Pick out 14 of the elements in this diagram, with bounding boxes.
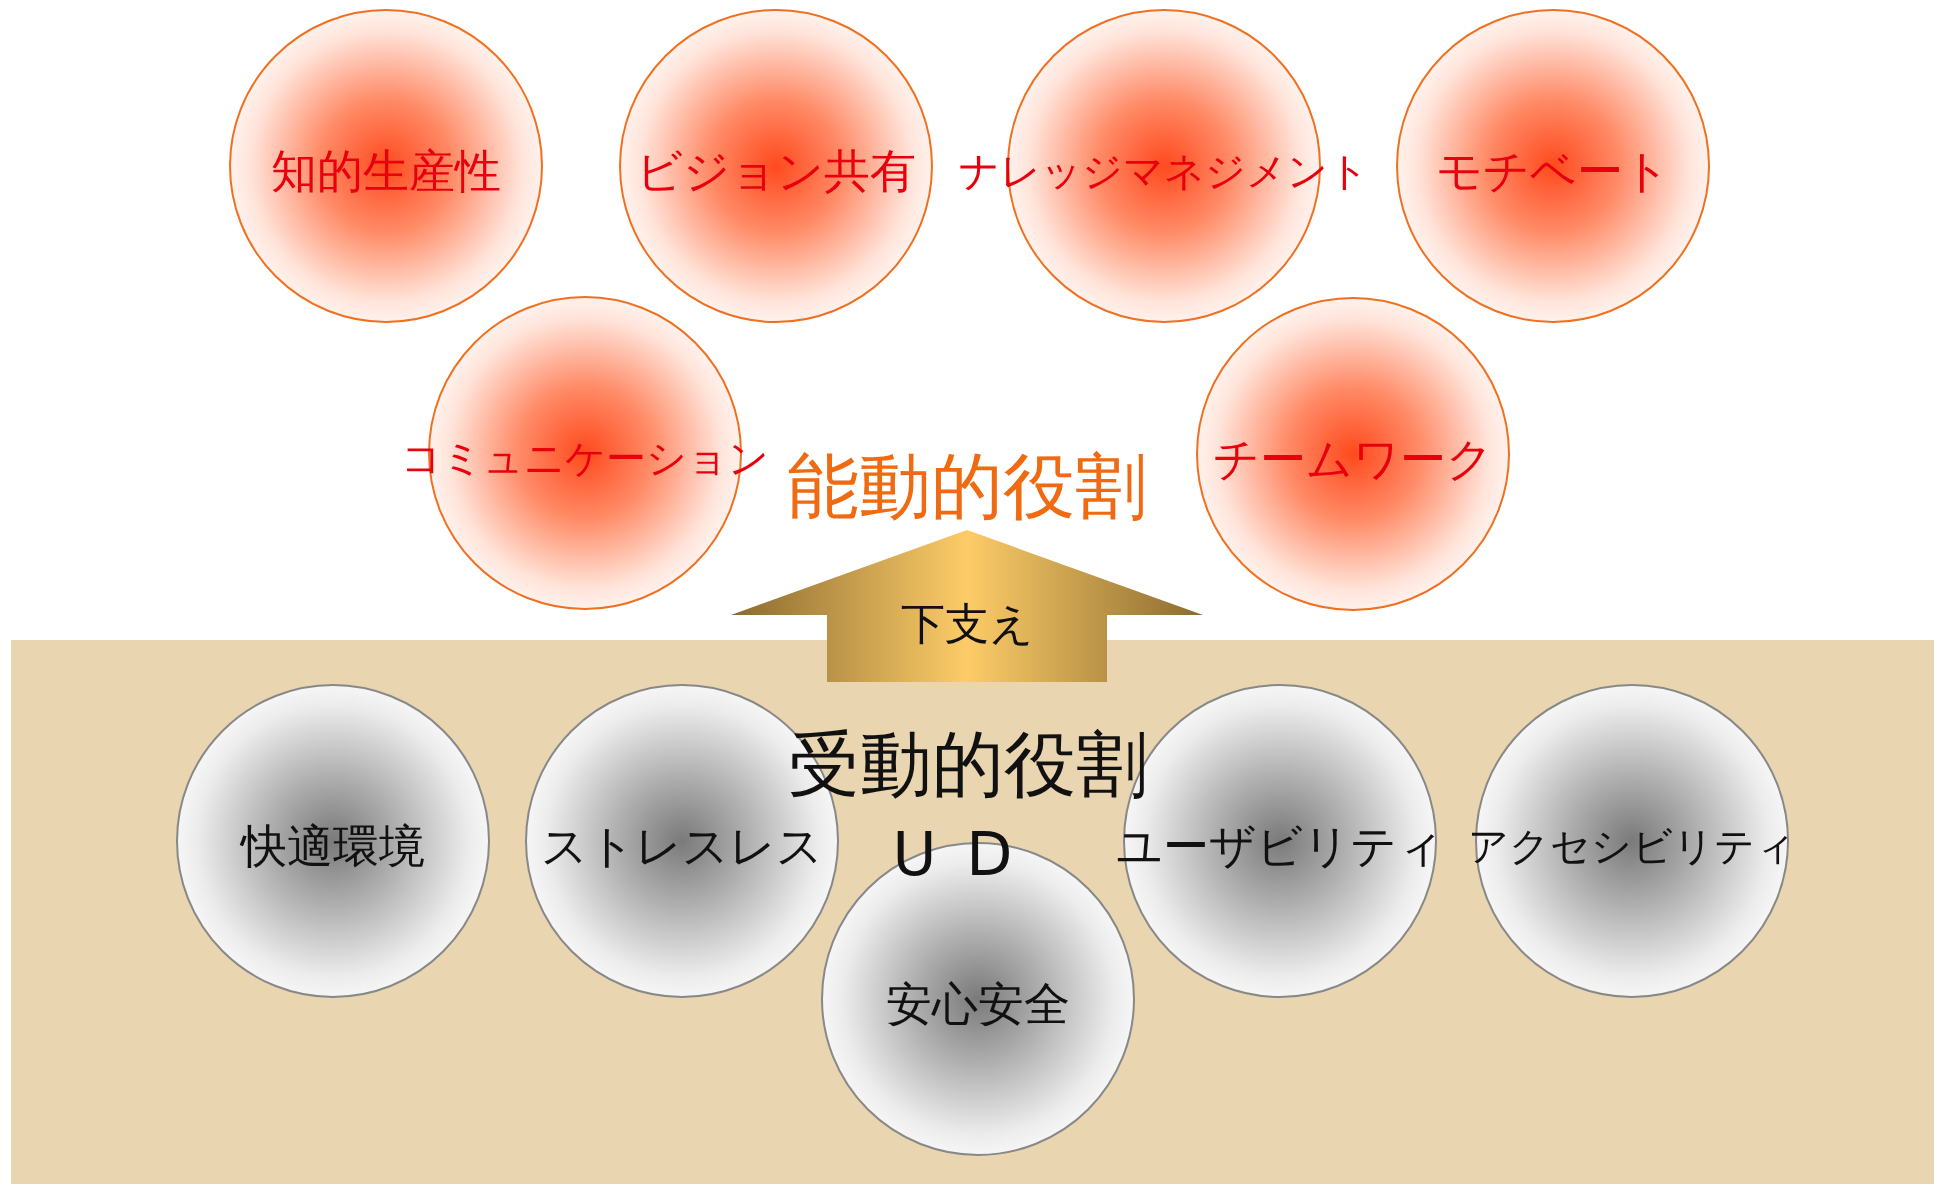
circle-label: ストレスレス [541,820,823,872]
edge-label: 下支え [900,596,1034,651]
circle-label: ユーザビリティ [1116,820,1444,872]
circle-label: モチベート [1436,145,1670,197]
heading: UD [892,821,1043,887]
circle-label: 安心安全 [886,978,1070,1030]
circle-label: 知的生産性 [271,145,501,197]
heading: 能動的役割 [787,447,1147,527]
circle-label: アクセシビリティ [1468,824,1796,868]
circle-label: ビジョン共有 [636,145,916,197]
heading: 受動的役割 [787,725,1148,805]
block-arrow [731,530,1203,682]
circle-label: 快適環境 [241,820,425,872]
circle-label: チームワーク [1213,433,1493,485]
